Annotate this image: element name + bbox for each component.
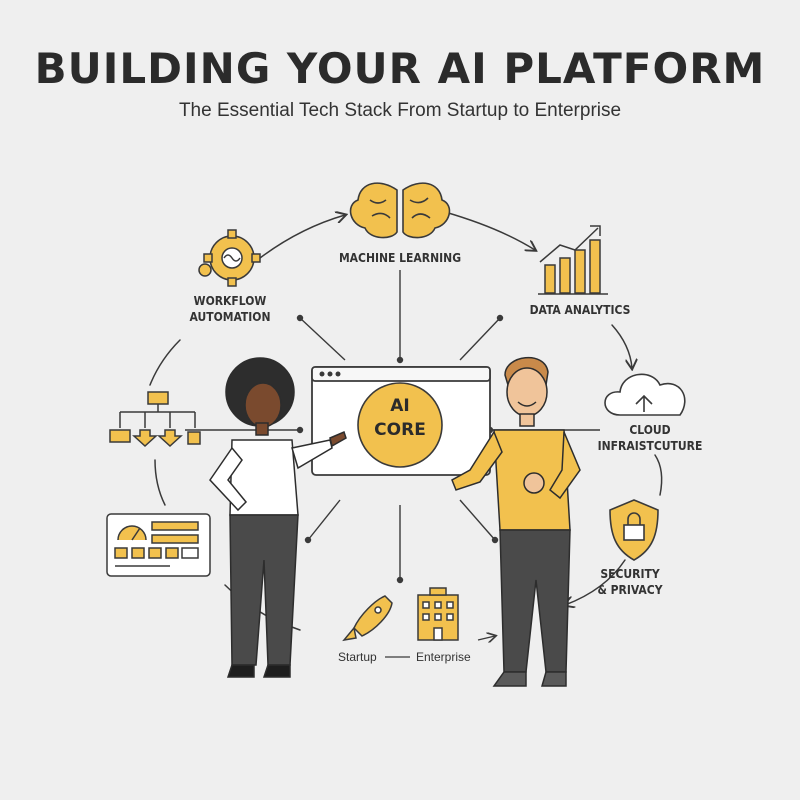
growth-start-label: Startup [338,650,377,664]
brain-icon [349,182,451,239]
bar-chart-icon [538,225,608,295]
node-security-privacy: SECURITY & PRIVACY [597,567,663,597]
cycle-arrows [149,212,663,631]
node-workflow-automation: WORKFLOW AUTOMATION [189,294,271,324]
ai-core-label: AI CORE [374,396,426,440]
node-data-analytics: DATA ANALYTICS [529,303,631,317]
page-title: BUILDING YOUR AI PLATFORM [34,44,766,93]
man-figure [451,357,581,687]
building-icon [417,587,459,641]
browser-window [311,366,491,476]
page-subtitle: The Essential Tech Stack From Startup to… [178,100,622,121]
gear-brain-icon [198,229,261,287]
node-machine-learning: MACHINE LEARNING [338,251,462,265]
cloud-upload-icon [604,373,686,416]
shield-lock-icon [609,499,659,561]
node-cloud-infrastructure: CLOUD INFRAISTCUTURE [597,423,703,453]
rocket-icon [342,595,393,642]
growth-end-label: Enterprise [416,650,471,664]
woman-figure [209,357,347,678]
dashboard-icon [106,513,211,577]
workflow-icon [109,391,201,448]
